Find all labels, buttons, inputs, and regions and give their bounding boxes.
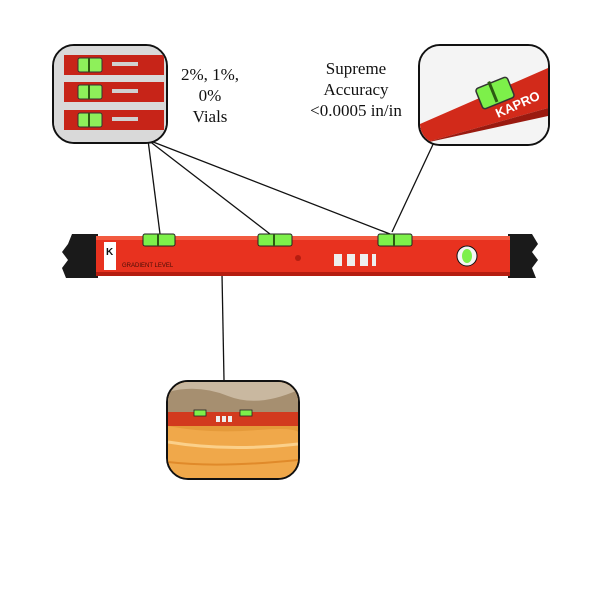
vials-closeup-image <box>54 46 166 142</box>
vials-caption-line: Vials <box>192 107 228 126</box>
connector-line <box>391 137 437 233</box>
brand-mark: K <box>106 247 114 258</box>
brand-closeup-image: KAPRO <box>420 46 548 144</box>
connector-line <box>147 139 161 235</box>
vials-caption-line: 2%, 1%, <box>180 65 240 84</box>
vials-caption-line: 0% <box>198 86 222 105</box>
accuracy-caption-line: Supreme <box>325 59 387 78</box>
vial-strip <box>64 110 164 130</box>
accuracy-caption-line: <0.0005 in/in <box>310 101 402 120</box>
vial-strip <box>64 55 164 75</box>
connector-line <box>147 139 271 235</box>
brand-closeup-inset: KAPRO <box>418 44 550 146</box>
accuracy-caption-line: Accuracy <box>323 80 389 99</box>
connector-line <box>147 139 391 235</box>
vial-strip <box>64 82 164 102</box>
left-end-cap <box>62 234 98 278</box>
work-closeup-inset <box>166 380 300 480</box>
gradient-level-label: GRADIENT LEVEL <box>122 263 174 269</box>
adjust-screw <box>295 255 301 261</box>
accuracy-caption: Supreme Accuracy <0.0005 in/in <box>296 58 416 121</box>
vials-closeup-inset <box>52 44 168 144</box>
top-vial <box>377 233 413 247</box>
top-vial <box>257 233 293 247</box>
work-closeup-image <box>168 382 298 478</box>
center-markings <box>334 254 376 266</box>
connector-line <box>221 273 225 381</box>
right-end-cap <box>508 234 538 278</box>
brand-block <box>104 242 116 270</box>
top-vial <box>142 233 176 247</box>
vials-caption: 2%, 1%, 0% Vials <box>170 64 250 127</box>
